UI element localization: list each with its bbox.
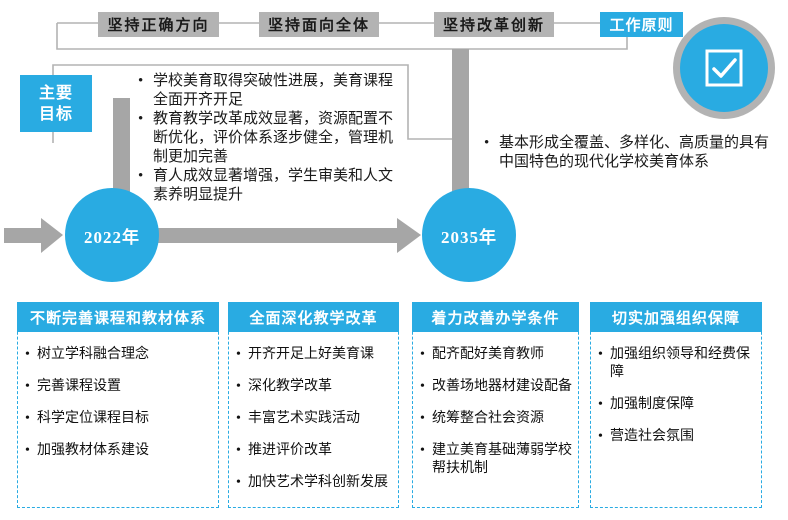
work-principles-label: 工作原则 — [600, 12, 683, 37]
timeline-main-arrow-head — [397, 218, 421, 253]
pillar-item: 改善场地器材建设配备 — [420, 378, 575, 396]
principle-box-innovation: 坚持改革创新 — [434, 12, 554, 37]
pillar-school-conditions: 着力改善办学条件 配齐配好美育教师 改善场地器材建设配备 统筹整合社会资源 建立… — [412, 302, 579, 508]
pillar-item: 加快艺术学科创新发展 — [236, 474, 395, 492]
pillar-item: 完善课程设置 — [25, 378, 215, 396]
timeline-left-arrow-head — [41, 218, 63, 253]
main-goals-label: 主要 目标 — [20, 75, 92, 132]
pillar-item: 深化教学改革 — [236, 378, 395, 396]
checkbox-check-icon — [705, 49, 743, 87]
pillar-organizational-support-list: 加强组织领导和经费保障 加强制度保障 营造社会氛围 — [591, 346, 761, 446]
principles-return-line — [56, 23, 628, 50]
pillar-item: 推进评价改革 — [236, 442, 395, 460]
bar-to-2035 — [452, 49, 469, 196]
milestone-2035: 2035年 — [422, 188, 516, 282]
pillar-item: 丰富艺术实践活动 — [236, 410, 395, 428]
principle-box-all: 坚持面向全体 — [259, 12, 379, 37]
pillar-school-conditions-title: 着力改善办学条件 — [412, 302, 579, 332]
pillar-teaching-reform-title: 全面深化教学改革 — [228, 302, 399, 332]
milestone-2022: 2022年 — [65, 188, 159, 282]
pillar-curriculum: 不断完善课程和教材体系 树立学科融合理念 完善课程设置 科学定位课程目标 加强教… — [17, 302, 219, 508]
pillar-school-conditions-list: 配齐配好美育教师 改善场地器材建设配备 统筹整合社会资源 建立美育基础薄弱学校帮… — [413, 346, 578, 478]
goal-2035-item: 基本形成全覆盖、多样化、高质量的具有中国特色的现代化学校美育体系 — [482, 134, 782, 172]
pillar-item: 加强教材体系建设 — [25, 442, 215, 460]
pillar-item: 树立学科融合理念 — [25, 346, 215, 364]
pillar-item: 加强组织领导和经费保障 — [598, 346, 758, 382]
pillar-organizational-support: 切实加强组织保障 加强组织领导和经费保障 加强制度保障 营造社会氛围 — [590, 302, 762, 508]
timeline-main-arrow-shaft — [140, 228, 397, 243]
goals-2022-list: 学校美育取得突破性进展，美育课程全面开齐开足 教育教学改革成效显著，资源配置不断… — [136, 72, 404, 205]
goal-2022-item: 育人成效显著增强，学生审美和人文素养明显提升 — [136, 167, 404, 205]
check-badge-circle — [680, 24, 768, 112]
check-badge-ring — [673, 17, 775, 119]
pillar-item: 科学定位课程目标 — [25, 410, 215, 428]
pillar-curriculum-title: 不断完善课程和教材体系 — [17, 302, 219, 332]
timeline-left-arrow-shaft — [4, 228, 41, 243]
pillar-item: 建立美育基础薄弱学校帮扶机制 — [420, 442, 575, 478]
pillar-item: 统筹整合社会资源 — [420, 410, 575, 428]
main-goals-label-line1: 主要 — [38, 84, 73, 102]
pillar-item: 开齐开足上好美育课 — [236, 346, 395, 364]
goals-2035-list: 基本形成全覆盖、多样化、高质量的具有中国特色的现代化学校美育体系 — [482, 134, 782, 172]
pillar-organizational-support-title: 切实加强组织保障 — [590, 302, 762, 332]
pillar-item: 加强制度保障 — [598, 396, 758, 414]
pillar-item: 营造社会氛围 — [598, 428, 758, 446]
main-goals-label-line2: 目标 — [38, 105, 73, 123]
bar-to-2022 — [113, 98, 130, 196]
pillar-curriculum-list: 树立学科融合理念 完善课程设置 科学定位课程目标 加强教材体系建设 — [18, 346, 218, 460]
principle-box-direction: 坚持正确方向 — [98, 12, 219, 37]
goal-2022-item: 教育教学改革成效显著，资源配置不断优化，评价体系逐步健全，管理机制更加完善 — [136, 110, 404, 167]
goal-2022-item: 学校美育取得突破性进展，美育课程全面开齐开足 — [136, 72, 404, 110]
pillar-teaching-reform-list: 开齐开足上好美育课 深化教学改革 丰富艺术实践活动 推进评价改革 加快艺术学科创… — [229, 346, 398, 492]
pillar-item: 配齐配好美育教师 — [420, 346, 575, 364]
pillar-teaching-reform: 全面深化教学改革 开齐开足上好美育课 深化教学改革 丰富艺术实践活动 推进评价改… — [228, 302, 399, 508]
